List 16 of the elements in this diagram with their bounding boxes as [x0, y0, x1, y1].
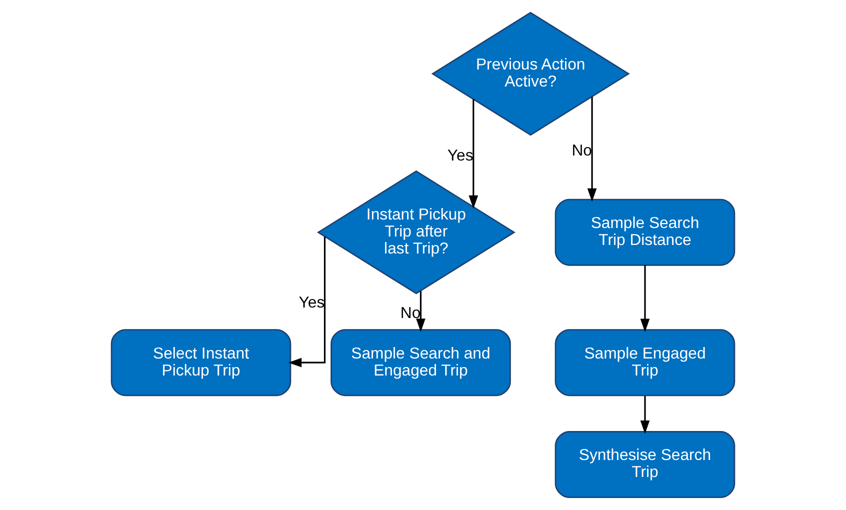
node-box: Sample Search and Engaged Trip [330, 329, 511, 396]
arrow [640, 265, 650, 332]
node-box: Sample Search Trip Distance [554, 198, 736, 266]
arrow [468, 99, 478, 209]
edge-label: No [400, 304, 421, 322]
arrow [288, 236, 326, 368]
edge-label: No [572, 142, 592, 160]
edge-label: Yes [298, 294, 325, 312]
node-diamond: Instant Pickup Trip after last Trip? [316, 170, 516, 294]
node-box: Synthesise Search Trip [554, 431, 736, 498]
arrow [587, 96, 597, 202]
node-diamond: Previous Action Active? [431, 12, 630, 136]
node-box: Select Instant Pickup Trip [110, 329, 292, 396]
arrow [640, 396, 650, 434]
node-box: Sample Engaged Trip [554, 329, 736, 396]
arrow [416, 291, 426, 332]
